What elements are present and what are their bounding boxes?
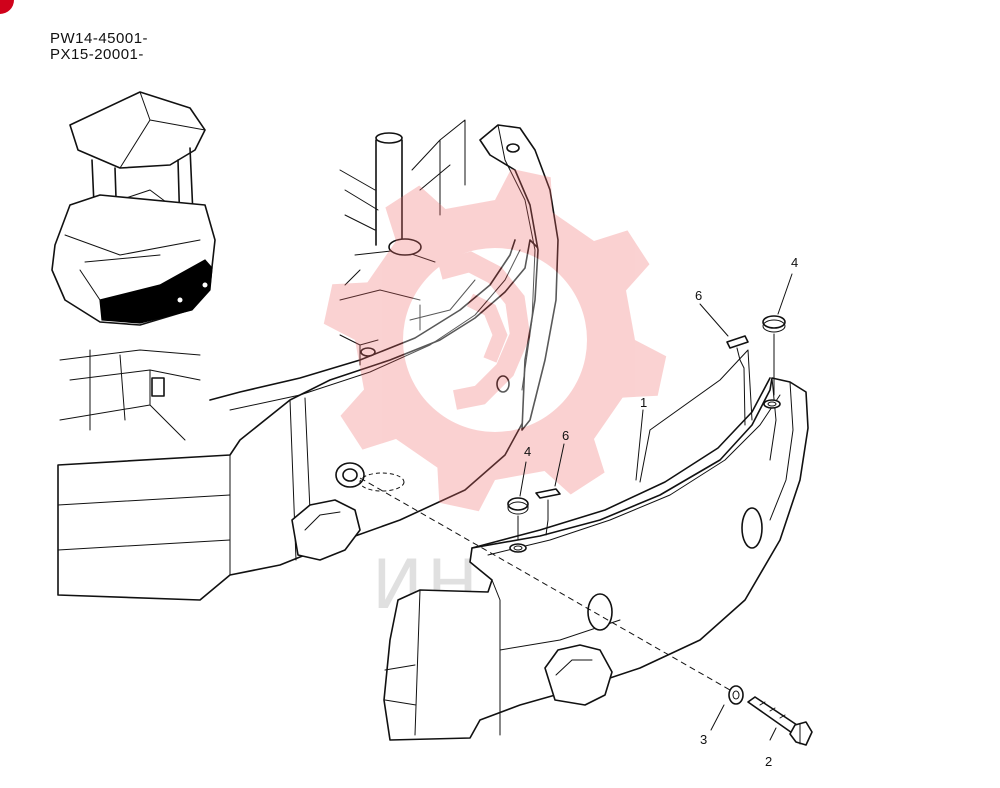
label-left <box>535 488 561 536</box>
callout-2: 2 <box>765 754 772 769</box>
machine-frame <box>59 119 476 441</box>
plug-left <box>507 497 529 541</box>
callout-6-left: 6 <box>562 428 569 443</box>
callout-4-right: 4 <box>791 255 798 270</box>
callout-leaders <box>519 273 793 741</box>
callout-3: 3 <box>700 732 707 747</box>
tail-body <box>57 124 559 601</box>
washer <box>728 685 744 705</box>
label-right <box>726 335 749 426</box>
counterweight-part <box>383 349 809 741</box>
gear-logo <box>323 168 667 512</box>
machine-overview-inset <box>51 91 216 326</box>
serial-range-2: PX15-20001- <box>50 46 144 63</box>
callout-4-left: 4 <box>524 444 531 459</box>
bolt-axis <box>359 477 731 691</box>
corner-badge <box>0 0 14 14</box>
callout-1: 1 <box>640 395 647 410</box>
callout-6-right: 6 <box>695 288 702 303</box>
plug-right <box>762 315 786 396</box>
bolt <box>747 696 813 746</box>
counterweight-highlight <box>99 259 213 324</box>
serial-range-1: PW14-45001- <box>50 30 149 47</box>
